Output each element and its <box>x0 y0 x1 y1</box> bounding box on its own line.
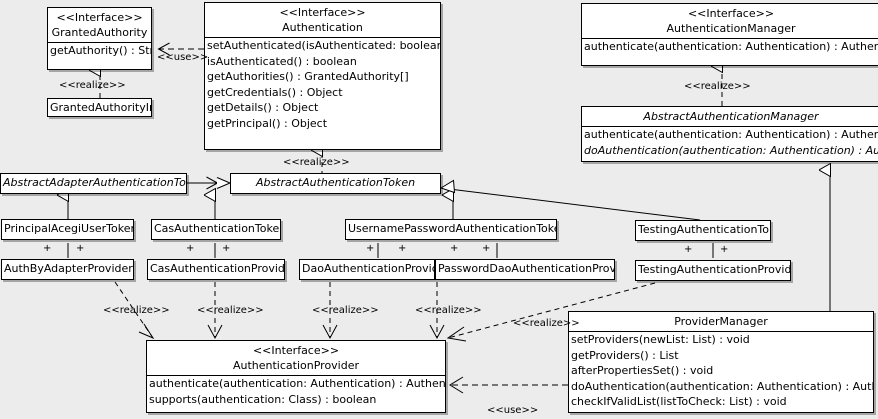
class-password-dao-authentication-provider[interactable]: PasswordDaoAuthenticationProvider <box>435 259 615 280</box>
association-role-plus: + <box>720 244 729 255</box>
association-role-plus: + <box>222 243 231 254</box>
operation-row: getCredentials() : Object <box>207 85 343 99</box>
class-authentication-provider[interactable]: <<Interface>> AuthenticationProvider aut… <box>146 340 446 413</box>
class-name-label: AuthenticationProvider <box>232 359 360 372</box>
operation-row: authenticate(authentication: Authenticat… <box>584 40 878 53</box>
operation-row: doAuthentication(authentication: Authent… <box>571 379 873 393</box>
class-name-label: TestingAuthenticationProvider <box>638 263 791 276</box>
association-role-plus: + <box>366 243 375 254</box>
operations-compartment: authenticate(authentication: Authenticat… <box>147 376 445 407</box>
operations-compartment: getAuthority() : String <box>48 43 151 59</box>
class-header: <<Interface>> AuthenticationManager <box>582 4 878 38</box>
edge-label-realize-abstract-authentication-manager: <<realize>> <box>684 81 751 92</box>
class-authentication-manager[interactable]: <<Interface>> AuthenticationManager auth… <box>581 3 878 66</box>
class-dao-authentication-provider[interactable]: DaoAuthenticationProvider <box>299 259 435 280</box>
association-role-plus: + <box>43 243 52 254</box>
operation-row: getProviders() : List <box>571 348 679 362</box>
class-name-label: AbstractAuthenticationToken <box>255 176 416 189</box>
compartment-divider <box>582 126 878 127</box>
edge-label-realize-dao-authentication-provider: <<realize>> <box>312 305 379 316</box>
operation-row: getDetails() : Object <box>207 101 319 115</box>
class-granted-authority-impl[interactable]: GrantedAuthorityImpl <box>47 98 152 117</box>
association-role-plus: + <box>186 243 195 254</box>
operation-row: checkIfValidList(listToCheck: List) : vo… <box>571 395 787 409</box>
class-name-label: GrantedAuthorityImpl <box>50 101 151 114</box>
operations-compartment: authenticate(authentication: Authenticat… <box>582 127 878 158</box>
class-header: ProviderManager <box>569 312 873 331</box>
class-cas-authentication-token[interactable]: CasAuthenticationToken <box>151 219 281 240</box>
class-abstract-authentication-token[interactable]: AbstractAuthenticationToken <box>230 173 441 194</box>
class-name-label: CasAuthenticationProvider <box>150 262 285 275</box>
operation-row: setAuthenticated(isAuthenticated: boolea… <box>207 39 440 52</box>
edge-label-realize-testing-authentication-provider: <<realize>> <box>513 318 580 329</box>
operation-row: getAuthorities() : GrantedAuthority[] <box>207 70 409 84</box>
edge-label-realize-password-dao-authentication-provider: <<realize>> <box>415 305 482 316</box>
association-role-plus: + <box>684 244 693 255</box>
class-testing-authentication-provider[interactable]: TestingAuthenticationProvider <box>635 260 791 281</box>
stereotype-label: <<Interface>> <box>252 344 340 357</box>
class-cas-authentication-provider[interactable]: CasAuthenticationProvider <box>147 259 285 280</box>
edge-label-realize-auth-by-adapter-provider: <<realize>> <box>103 305 170 316</box>
edge-label-realize-cas-authentication-provider: <<realize>> <box>197 305 264 316</box>
stereotype-label: <<Interface>> <box>687 7 775 20</box>
class-name-label: PasswordDaoAuthenticationProvider <box>438 262 614 275</box>
class-name-label: PrincipalAcegiUserToken <box>4 222 134 235</box>
class-abstract-authentication-manager[interactable]: AbstractAuthenticationManager authentica… <box>581 106 878 162</box>
edge-label-realize-granted-authority-impl: <<realize>> <box>59 80 126 91</box>
class-name-label: AuthByAdapterProvider <box>4 262 133 275</box>
class-name-label: AuthenticationManager <box>666 22 796 35</box>
class-name-label: AbstractAdapterAuthenticationToken <box>3 176 187 189</box>
edge-label-realize-abstract-authentication-token: <<realize>> <box>283 157 350 168</box>
class-header: AbstractAuthenticationManager <box>582 107 878 126</box>
operation-row: doAuthentication(authentication: Authent… <box>584 143 878 157</box>
class-header: <<Interface>> GrantedAuthority <box>48 8 151 42</box>
compartment-divider <box>147 375 445 376</box>
stereotype-label: <<Interface>> <box>279 6 366 19</box>
class-testing-authentication-token[interactable]: TestingAuthenticationToken <box>635 220 771 241</box>
class-name-label: Authentication <box>282 21 363 34</box>
class-authentication[interactable]: <<Interface>> Authentication setAuthenti… <box>204 2 441 150</box>
operation-row: authenticate(authentication: Authenticat… <box>584 128 878 141</box>
class-name-label: TestingAuthenticationToken <box>638 223 770 236</box>
operation-row: isAuthenticated() : boolean <box>207 54 357 68</box>
operation-row: setProviders(newList: List) : void <box>571 333 750 346</box>
class-name-label: UsernamePasswordAuthenticationToken <box>348 222 557 235</box>
class-name-label: AbstractAuthenticationManager <box>643 110 819 123</box>
class-header: <<Interface>> Authentication <box>205 3 440 37</box>
class-provider-manager[interactable]: ProviderManager setProviders(newList: Li… <box>568 311 874 413</box>
association-role-plus: + <box>450 243 459 254</box>
class-name-label: GrantedAuthority <box>51 26 148 39</box>
class-username-password-authentication-token[interactable]: UsernamePasswordAuthenticationToken <box>345 219 557 240</box>
operation-row: getAuthority() : String <box>50 44 151 57</box>
operations-compartment: setAuthenticated(isAuthenticated: boolea… <box>205 38 440 132</box>
compartment-divider <box>569 331 873 332</box>
operations-compartment: setProviders(newList: List) : void getPr… <box>569 332 873 410</box>
association-role-plus: + <box>76 243 85 254</box>
operation-row: supports(authentication: Class) : boolea… <box>149 392 377 406</box>
operation-row: getPrincipal() : Object <box>207 116 328 130</box>
class-principal-acegi-user-token[interactable]: PrincipalAcegiUserToken <box>1 219 134 240</box>
class-auth-by-adapter-provider[interactable]: AuthByAdapterProvider <box>1 259 134 280</box>
operation-row: afterPropertiesSet() : void <box>571 364 714 378</box>
edge-label-use-provider-manager: <<use>> <box>487 405 539 416</box>
compartment-divider <box>582 38 878 39</box>
edge-label-use-granted-authority: <<use>> <box>157 52 209 63</box>
operation-row: authenticate(authentication: Authenticat… <box>149 377 446 390</box>
class-granted-authority[interactable]: <<Interface>> GrantedAuthority getAuthor… <box>47 7 152 70</box>
operations-compartment: authenticate(authentication: Authenticat… <box>582 39 878 55</box>
class-name-label: ProviderManager <box>674 315 768 328</box>
class-header: <<Interface>> AuthenticationProvider <box>147 341 445 375</box>
compartment-divider <box>205 37 440 38</box>
association-role-plus: + <box>398 243 407 254</box>
class-name-label: DaoAuthenticationProvider <box>302 262 434 275</box>
association-role-plus: + <box>482 243 491 254</box>
compartment-divider <box>48 42 151 43</box>
stereotype-label: <<Interface>> <box>56 11 143 24</box>
class-name-label: CasAuthenticationToken <box>154 222 281 235</box>
class-abstract-adapter-authentication-token[interactable]: AbstractAdapterAuthenticationToken <box>0 173 187 194</box>
